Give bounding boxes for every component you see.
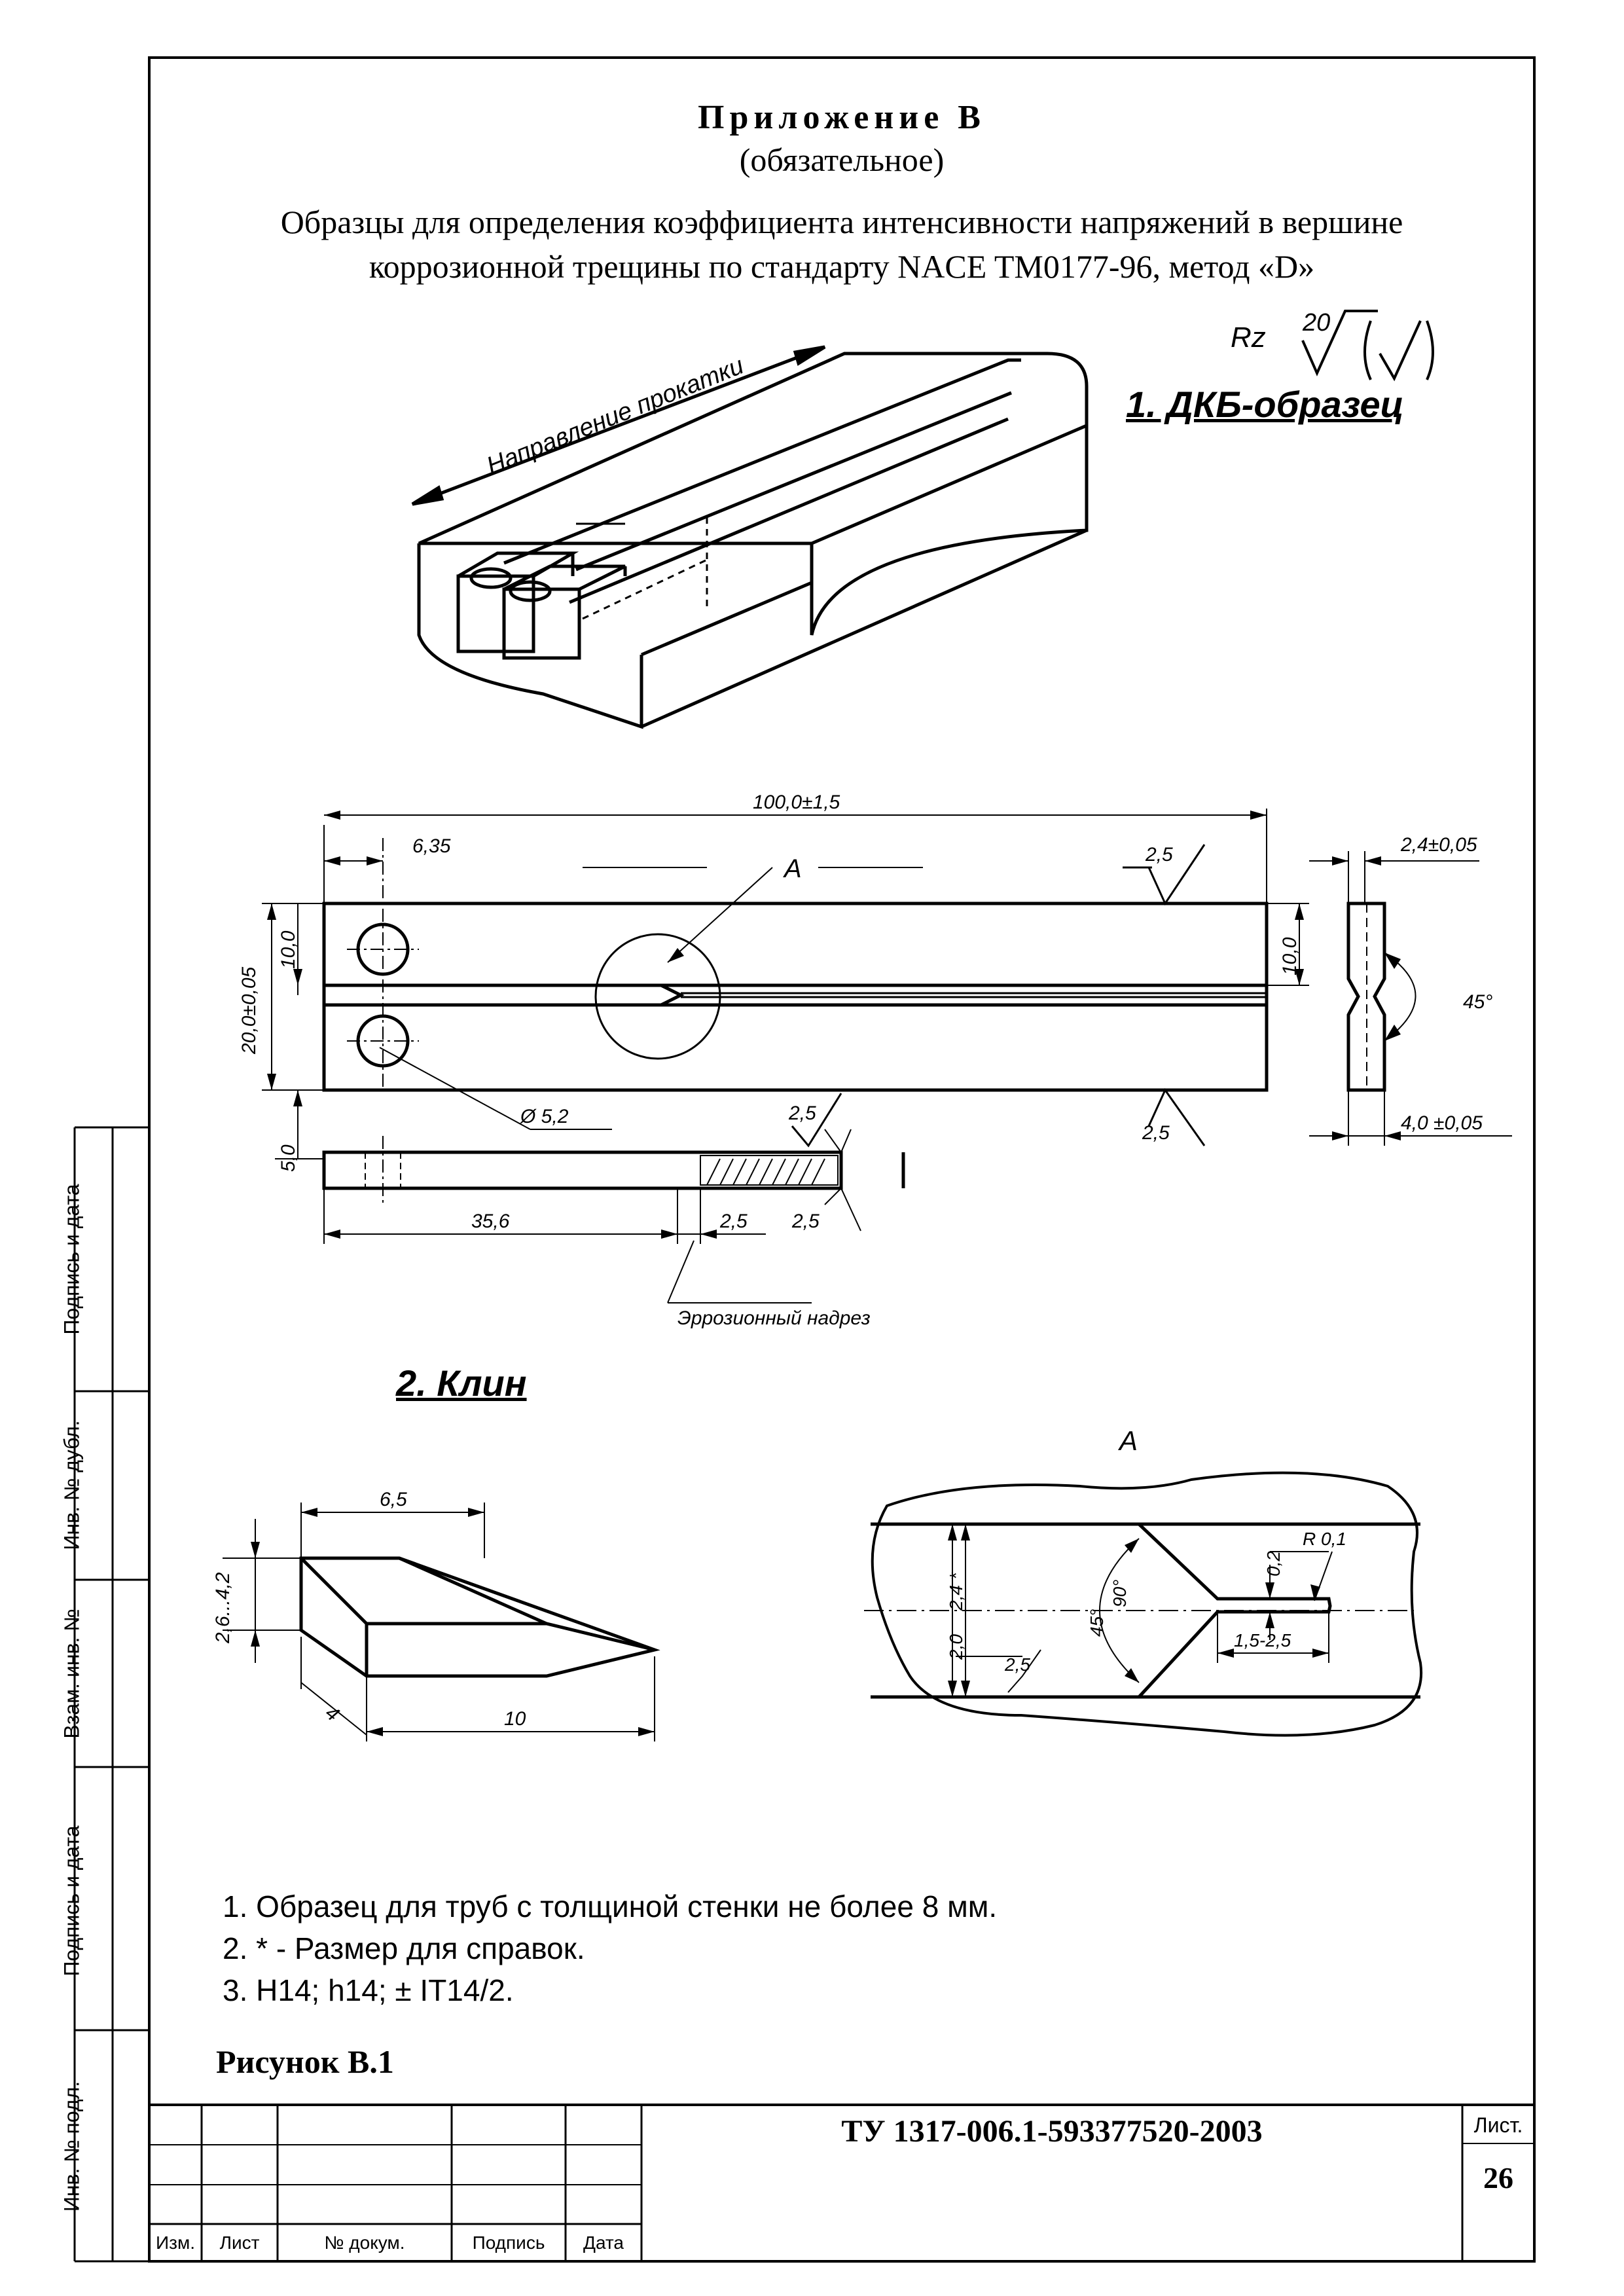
subtitle-line2: коррозионной трещины по стандарту NACE T… [369, 248, 1315, 285]
appendix-title: Приложение В [698, 99, 986, 136]
view-a-label: A [783, 854, 802, 883]
section1-title: 1. ДКБ-образец [1126, 384, 1404, 425]
detail-angle-full: 90° [1110, 1580, 1130, 1607]
note-item: 2. * - Размер для справок. [223, 1931, 585, 1965]
dkb-isometric-drawing: Направление прокатки [411, 345, 1089, 729]
dim-half-height: 10,0 [278, 930, 299, 969]
dim-hole-dia: Ø 5,2 [520, 1106, 569, 1127]
detail-radius: R 0,1 [1303, 1529, 1346, 1549]
col-change: Изм. [156, 2232, 195, 2253]
section2-title: 2. Клин [396, 1362, 527, 1404]
rough-notch: 2,5 [791, 1211, 820, 1232]
col-signature: Подпись [472, 2232, 545, 2253]
note-item: 1. Образец для труб с толщиной стенки не… [223, 1889, 998, 1923]
erosion-notch-label: Эррозионный надрез [677, 1307, 871, 1329]
detail-slot-ref: 2,4 * [946, 1572, 966, 1611]
stamp-replacement-inv: Взам. инв. № [60, 1609, 84, 1739]
subtitle-line1: Образцы для определения коэффициента инт… [280, 204, 1403, 240]
sheet-label: Лист. [1473, 2113, 1523, 2137]
col-doc-number: № докум. [324, 2232, 405, 2253]
detail-a-label: A [1117, 1425, 1138, 1456]
wedge-length: 10 [504, 1708, 526, 1730]
detail-gap: 0,2 [1263, 1551, 1284, 1576]
appendix-type: (обязательное) [739, 141, 945, 178]
dim-height: 20,0±0,05 [238, 966, 260, 1055]
roughness-symbol: Rz 20 [1231, 309, 1434, 382]
col-date: Дата [583, 2232, 624, 2253]
roughness-value: 20 [1302, 309, 1330, 337]
wedge-height-range: 2,6...4,2 [212, 1572, 234, 1644]
detail-a-drawing: A 2,0 2,4 * 45° 90° 2 [864, 1425, 1423, 1737]
detail-tip-length: 1,5-2,5 [1234, 1630, 1291, 1650]
dim-notch-length: 2,5 [719, 1211, 748, 1232]
rough-mid: 2,5 [788, 1102, 816, 1124]
dim-half-height-right: 10,0 [1279, 937, 1301, 975]
detail-rough: 2,5 [1004, 1654, 1030, 1675]
roughness-label: Rz [1231, 321, 1266, 354]
dim-hole-offset: 6,35 [412, 835, 451, 857]
notes-list: 1. Образец для труб с толщиной стенки не… [223, 1886, 997, 2011]
dim-length: 100,0±1,5 [753, 792, 840, 813]
dim-thickness-top: 2,4±0,05 [1400, 834, 1477, 856]
stamp-original-inv: Инв. № подл. [60, 2081, 84, 2212]
dkb-orthographic-drawing: 100,0±1,5 6,35 2,5 A 20,0±0,05 10,0 10,0… [238, 792, 1512, 1329]
stamp-signature-date-top: Подпись и дата [60, 1184, 84, 1335]
wedge-width: 6,5 [380, 1489, 407, 1510]
wedge-drawing: 6,5 2,6...4,2 4 10 [212, 1489, 660, 1741]
rough-top: 2,5 [1145, 844, 1173, 866]
stamp-signature-date-bottom: Подпись и дата [60, 1825, 84, 1977]
note-item: 3. H14; h14; ± IT14/2. [223, 1973, 514, 2007]
rough-bottom: 2,5 [1142, 1122, 1170, 1144]
dim-thickness: 4,0 ±0,05 [1401, 1112, 1483, 1134]
col-sheet: Лист [219, 2232, 260, 2253]
figure-caption: Рисунок В.1 [216, 2043, 394, 2080]
dim-slot-length: 35,6 [471, 1211, 510, 1232]
dim-angle: 45° [1463, 991, 1492, 1013]
dim-edge-offset: 5,0 [278, 1144, 299, 1172]
sheet-number: 26 [1483, 2161, 1513, 2195]
detail-angle-half: 45° [1087, 1609, 1107, 1637]
detail-slot-width: 2,0 [946, 1634, 966, 1660]
document-number: ТУ 1317-006.1-593377520-2003 [841, 2114, 1263, 2149]
stamp-duplicate-inv: Инв. № дубл. [60, 1420, 84, 1550]
